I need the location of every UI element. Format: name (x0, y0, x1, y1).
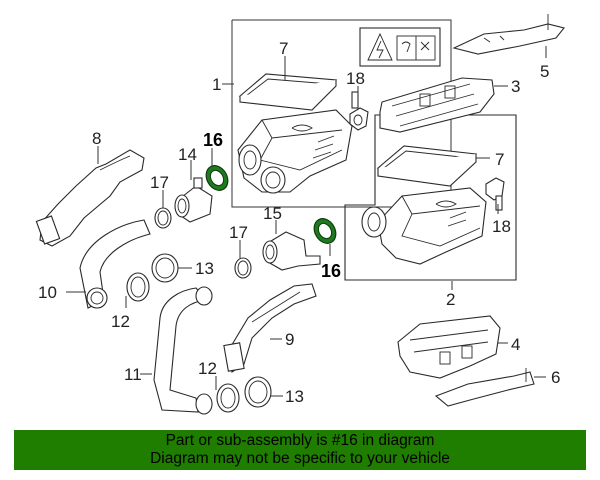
part-13-clamp-lower (244, 376, 272, 408)
part-14-adapter (174, 177, 213, 223)
callout-18-lower: 18 (492, 217, 511, 236)
callout-7-upper: 7 (279, 39, 288, 58)
part-7-lower-filter (376, 145, 478, 187)
callout-14: 14 (178, 145, 197, 164)
callout-13-lower: 13 (285, 387, 304, 406)
callout-11: 11 (124, 365, 142, 384)
callout-4: 4 (511, 335, 520, 354)
callout-16-upper: 16 (203, 130, 223, 150)
callout-17-upper: 17 (150, 173, 169, 192)
callout-7-lower: 7 (495, 150, 504, 169)
part-4-lower-cover (397, 315, 501, 379)
part-18-upper-sensor (349, 91, 369, 131)
callout-10: 10 (38, 283, 57, 302)
callout-3: 3 (511, 77, 520, 96)
part-5-top-cover (452, 14, 565, 55)
part-16-seal-upper (205, 165, 229, 191)
warning-manual-panel (359, 27, 441, 67)
part-18-lower-sensor (485, 177, 505, 211)
callout-16-lower: 16 (321, 261, 341, 281)
part-12-clamp-upper (126, 272, 150, 302)
callout-12-upper: 12 (111, 312, 130, 331)
part-2-air-cleaner (361, 187, 487, 265)
callout-2: 2 (446, 290, 455, 309)
part-16-seal-lower (313, 218, 337, 244)
part-15-adapter (262, 231, 321, 271)
part-8-intake-duct (35, 149, 145, 247)
part-17-clamp-upper (154, 207, 172, 229)
info-banner: Part or sub-assembly is #16 in diagram D… (14, 430, 586, 470)
callout-15: 15 (263, 204, 282, 223)
banner-line-2: Diagram may not be specific to your vehi… (150, 450, 450, 467)
callout-1: 1 (212, 75, 221, 94)
part-10-hose (79, 219, 151, 309)
part-1-air-cleaner (237, 109, 353, 194)
part-11-long-duct (153, 286, 213, 415)
assembly-2-box (344, 114, 517, 281)
part-17-clamp-lower (234, 257, 252, 279)
banner-line-1: Part or sub-assembly is #16 in diagram (165, 432, 435, 449)
part-9-duct (223, 283, 317, 373)
callout-6: 6 (551, 368, 560, 387)
part-3-intake-cover (379, 77, 495, 133)
callout-8: 8 (92, 129, 101, 148)
callout-17-lower: 17 (229, 223, 248, 242)
part-6-lower-shield (434, 368, 535, 407)
callout-9: 9 (285, 330, 294, 349)
warning-electrical-icon (367, 32, 393, 61)
parts-diagram: 7 1 18 3 5 7 (35, 14, 565, 415)
callout-5: 5 (540, 62, 549, 81)
callout-12-lower: 12 (198, 359, 217, 378)
callout-18-upper: 18 (346, 69, 365, 88)
part-13-clamp-upper (151, 253, 179, 283)
callout-13-upper: 13 (195, 259, 214, 278)
part-12-clamp-lower (216, 383, 240, 413)
part-7-upper-filter (238, 73, 338, 111)
manual-icon (396, 35, 436, 61)
